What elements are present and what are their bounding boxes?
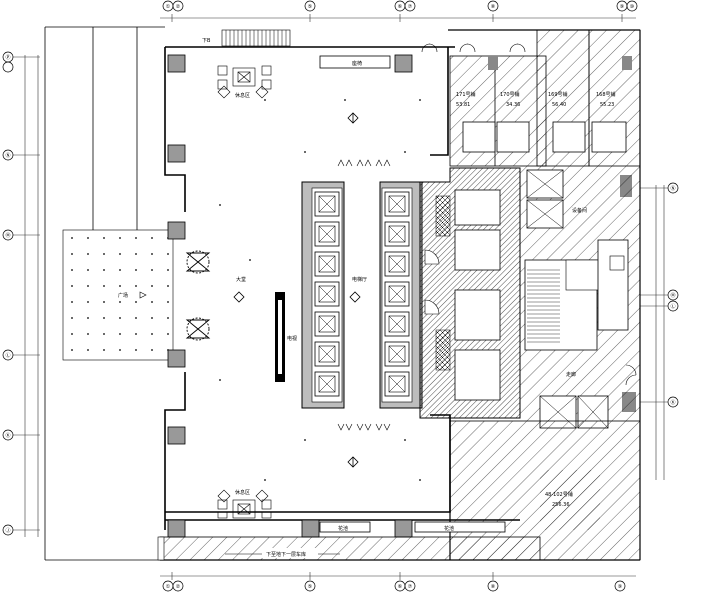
lounge-top-label: 休息区 bbox=[235, 92, 250, 99]
revolving-door-south[interactable] bbox=[185, 317, 211, 341]
grid-top-1: ① bbox=[166, 4, 171, 10]
stair-top: 下B bbox=[202, 29, 291, 47]
grid-top-6: ⑥ bbox=[398, 4, 403, 10]
elevator-bank-east bbox=[379, 181, 423, 409]
lounge-top: 休息区 bbox=[217, 65, 272, 99]
elevator-bank-west bbox=[301, 181, 345, 409]
grid-top-8: ⑧ bbox=[491, 4, 496, 10]
service-core bbox=[419, 167, 521, 419]
grid-bottom-5: ⑤ bbox=[308, 584, 312, 590]
shop-48-102-name: 48-102号铺 bbox=[545, 491, 573, 498]
plaza-paving: 广场 bbox=[62, 229, 174, 361]
shop-171-area: 53.81 bbox=[456, 102, 470, 108]
tv-wall: 电视 bbox=[275, 292, 297, 382]
grid-bottom-9: ⑨ bbox=[618, 584, 622, 590]
grid-top-2: ② bbox=[176, 4, 181, 10]
grid-left-n: Ⓝ bbox=[5, 152, 10, 159]
tv-label: 电视 bbox=[287, 335, 297, 342]
grid-top-7: ⑦ bbox=[408, 4, 413, 10]
shop-170-name: 170号铺 bbox=[500, 91, 520, 98]
plaza-label: 广场 bbox=[118, 292, 128, 299]
corridor-label: 走廊 bbox=[566, 371, 576, 378]
call-buttons-south bbox=[337, 423, 391, 431]
call-buttons-north bbox=[337, 159, 391, 167]
grid-bubbles-bottom bbox=[162, 580, 626, 592]
grid-bottom-1: ① bbox=[166, 584, 171, 590]
dimension-lines bbox=[24, 14, 665, 580]
grid-top-5: ⑤ bbox=[308, 4, 312, 10]
grid-bubbles-top bbox=[162, 0, 638, 12]
shop-170-area: 34.36 bbox=[506, 102, 520, 108]
shop-168-name: 168号铺 bbox=[596, 91, 616, 98]
grid-left-m: Ⓜ bbox=[5, 232, 10, 239]
lobby-symbols bbox=[233, 112, 361, 468]
shop-48-102-area: 256.36 bbox=[552, 502, 570, 508]
grid-right-m: Ⓜ bbox=[670, 292, 675, 299]
lounge-bottom-label: 休息区 bbox=[235, 489, 250, 496]
bench-top: 座椅 bbox=[319, 55, 391, 69]
grid-bottom-8: ⑧ bbox=[491, 584, 496, 590]
grid-right-l: Ⓛ bbox=[670, 303, 675, 310]
grid-top-9: ⑨ bbox=[620, 4, 624, 10]
grid-left-p: Ⓟ bbox=[5, 54, 10, 61]
grid-right-k: Ⓚ bbox=[670, 399, 675, 406]
grid-left-j: Ⓙ bbox=[5, 527, 10, 534]
bench-top-label: 座椅 bbox=[352, 60, 362, 67]
shop-168-area: 55.23 bbox=[600, 102, 614, 108]
lounge-bottom: 休息区 bbox=[217, 489, 272, 519]
lobby-columns bbox=[167, 54, 413, 538]
grid-bubbles-left bbox=[2, 51, 14, 536]
grid-bottom-7: ⑦ bbox=[408, 584, 413, 590]
revolving-door-north[interactable] bbox=[185, 250, 211, 274]
stair-top-label: 下B bbox=[202, 38, 211, 44]
lobby-floor-marks bbox=[219, 99, 421, 481]
hall-label: 大堂 bbox=[236, 276, 246, 283]
stair-bottom-band: 下至地下一层车库 bbox=[157, 536, 541, 561]
shop-169-area: 56.40 bbox=[552, 102, 566, 108]
shop-171-name: 171号铺 bbox=[456, 91, 476, 98]
right-mid-area bbox=[520, 166, 640, 429]
grid-top-10: ⑩ bbox=[630, 4, 635, 10]
stair-bottom-label: 下至地下一层车库 bbox=[266, 551, 306, 558]
grid-left-l: Ⓛ bbox=[5, 352, 10, 359]
grid-right-n: Ⓝ bbox=[670, 185, 675, 192]
grid-left-k: Ⓚ bbox=[5, 432, 10, 439]
planter-1-label: 花池 bbox=[338, 525, 348, 532]
grid-bottom-6: ⑥ bbox=[398, 584, 403, 590]
shop-169-name: 169号铺 bbox=[548, 91, 568, 98]
plaza-outline bbox=[44, 26, 165, 561]
grid-bottom-2: ② bbox=[176, 584, 181, 590]
planters-bottom: 花池 花池 bbox=[319, 521, 506, 533]
elevator-lobby-label: 电梯厅 bbox=[352, 276, 367, 283]
planter-2-label: 花池 bbox=[444, 525, 454, 532]
equipment-room-label: 设备间 bbox=[572, 207, 587, 214]
